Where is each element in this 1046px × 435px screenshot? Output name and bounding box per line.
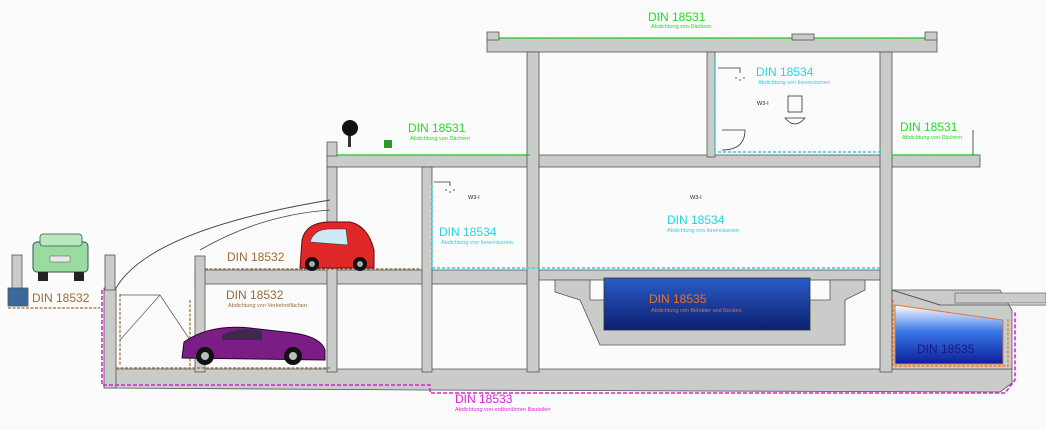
cistern-title: DIN 18535	[917, 342, 975, 356]
wc-top-label: W3-I	[757, 101, 769, 107]
cistern-water	[894, 304, 1004, 365]
interior-center-subtitle: Abdichtung von Innenräumen	[667, 228, 739, 234]
interior-top-title: DIN 18534	[756, 65, 814, 79]
soil-membrane	[101, 290, 1016, 394]
interior-top-subtitle: Abdichtung von Innenräumen	[758, 80, 830, 86]
roof-left-subtitle: Abdichtung von Dächern	[410, 136, 471, 142]
suv-car	[32, 233, 89, 281]
shower-icon	[434, 67, 741, 186]
roof-top-subtitle: Abdichtung von Dächern	[651, 24, 712, 30]
interior-membrane	[431, 60, 882, 269]
interior-left-title: DIN 18534	[439, 225, 497, 239]
tree-icon	[342, 120, 358, 147]
interior-center-title: DIN 18534	[667, 213, 725, 227]
traffic-membrane	[8, 268, 420, 369]
plant-icon	[384, 140, 392, 148]
roof-right-title: DIN 18531	[900, 120, 958, 134]
wc-center-label: W3-I	[690, 195, 702, 201]
traffic-lower-subtitle: Abdichtung von Verkehrsflächen	[228, 303, 307, 309]
traffic-lower-title: DIN 18532	[226, 288, 284, 302]
traffic-street-title: DIN 18532	[32, 291, 90, 305]
soil-title: DIN 18533	[455, 392, 513, 406]
smart-car	[299, 221, 375, 271]
sports-car	[181, 326, 326, 365]
roof-left-title: DIN 18531	[408, 121, 466, 135]
roof-top-title: DIN 18531	[648, 10, 706, 24]
pool-water	[603, 277, 811, 331]
pool-title: DIN 18535	[649, 292, 707, 306]
wc-left-label: W3-I	[468, 195, 480, 201]
soil-subtitle: Abdichtung von erdberührten Bauteilen	[455, 407, 551, 413]
pool-subtitle: Abdichtung von Behälter und Becken	[651, 308, 742, 314]
toilet-icon	[721, 95, 806, 151]
interior-left-subtitle: Abdichtung von Innenräumen	[441, 240, 513, 246]
roof-membrane	[335, 37, 978, 156]
roof-right-subtitle: Abdichtung von Dächern	[902, 135, 963, 141]
traffic-upper-title: DIN 18532	[227, 250, 285, 264]
